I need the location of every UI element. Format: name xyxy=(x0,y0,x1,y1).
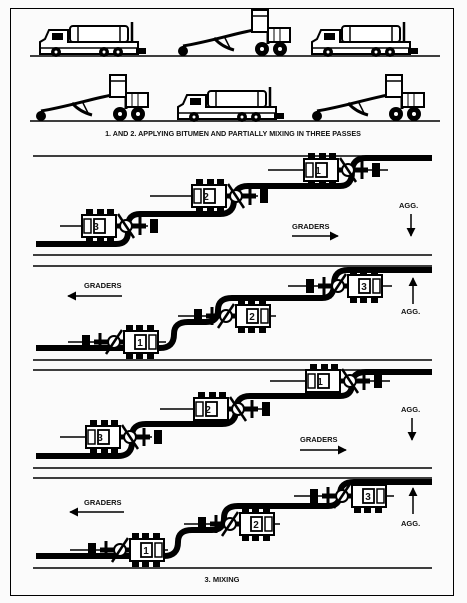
unit-number-3: 3 xyxy=(93,222,99,233)
motor-grader-icon xyxy=(176,8,292,58)
mixing-panel-2: 1 2 3 GRADERS AGG. xyxy=(33,265,432,360)
bottom-caption: 3. MIXING xyxy=(204,575,239,584)
unit-number-2: 2 xyxy=(249,312,255,323)
agg-label: AGG. xyxy=(401,307,420,316)
agg-label: AGG. xyxy=(401,405,420,414)
distributor-truck-icon xyxy=(176,85,286,124)
unit-number-3: 3 xyxy=(365,492,371,503)
unit-number-3: 3 xyxy=(361,282,367,293)
unit-number-2: 2 xyxy=(205,405,211,416)
distributor-truck-icon xyxy=(310,20,420,59)
motor-grader-icon xyxy=(34,73,150,123)
mixing-panel-1: 3 2 1 GRADERS AGG. xyxy=(33,153,432,256)
motor-grader-icon xyxy=(310,73,426,123)
unit-number-2: 2 xyxy=(253,520,259,531)
unit-number-1: 1 xyxy=(143,546,149,557)
graders-label: GRADERS xyxy=(84,281,122,290)
graders-label: GRADERS xyxy=(300,435,338,444)
distributor-truck-icon xyxy=(38,20,148,59)
unit-number-1: 1 xyxy=(317,377,323,388)
top-caption: 1. AND 2. APPLYING BITUMEN AND PARTIALLY… xyxy=(105,129,361,138)
unit-number-1: 1 xyxy=(137,338,143,349)
agg-label: AGG. xyxy=(401,519,420,528)
unit-number-2: 2 xyxy=(203,192,209,203)
graders-label: GRADERS xyxy=(292,222,330,231)
mixing-panel-4: 1 2 3 GRADERS AGG. xyxy=(33,478,432,568)
unit-number-3: 3 xyxy=(97,433,103,444)
unit-number-1: 1 xyxy=(315,166,321,177)
mixing-panel-3: 3 2 1 GRADERS AGG. xyxy=(33,364,432,469)
graders-label: GRADERS xyxy=(84,498,122,507)
top-vehicles xyxy=(30,8,440,124)
agg-label: AGG. xyxy=(399,201,418,210)
